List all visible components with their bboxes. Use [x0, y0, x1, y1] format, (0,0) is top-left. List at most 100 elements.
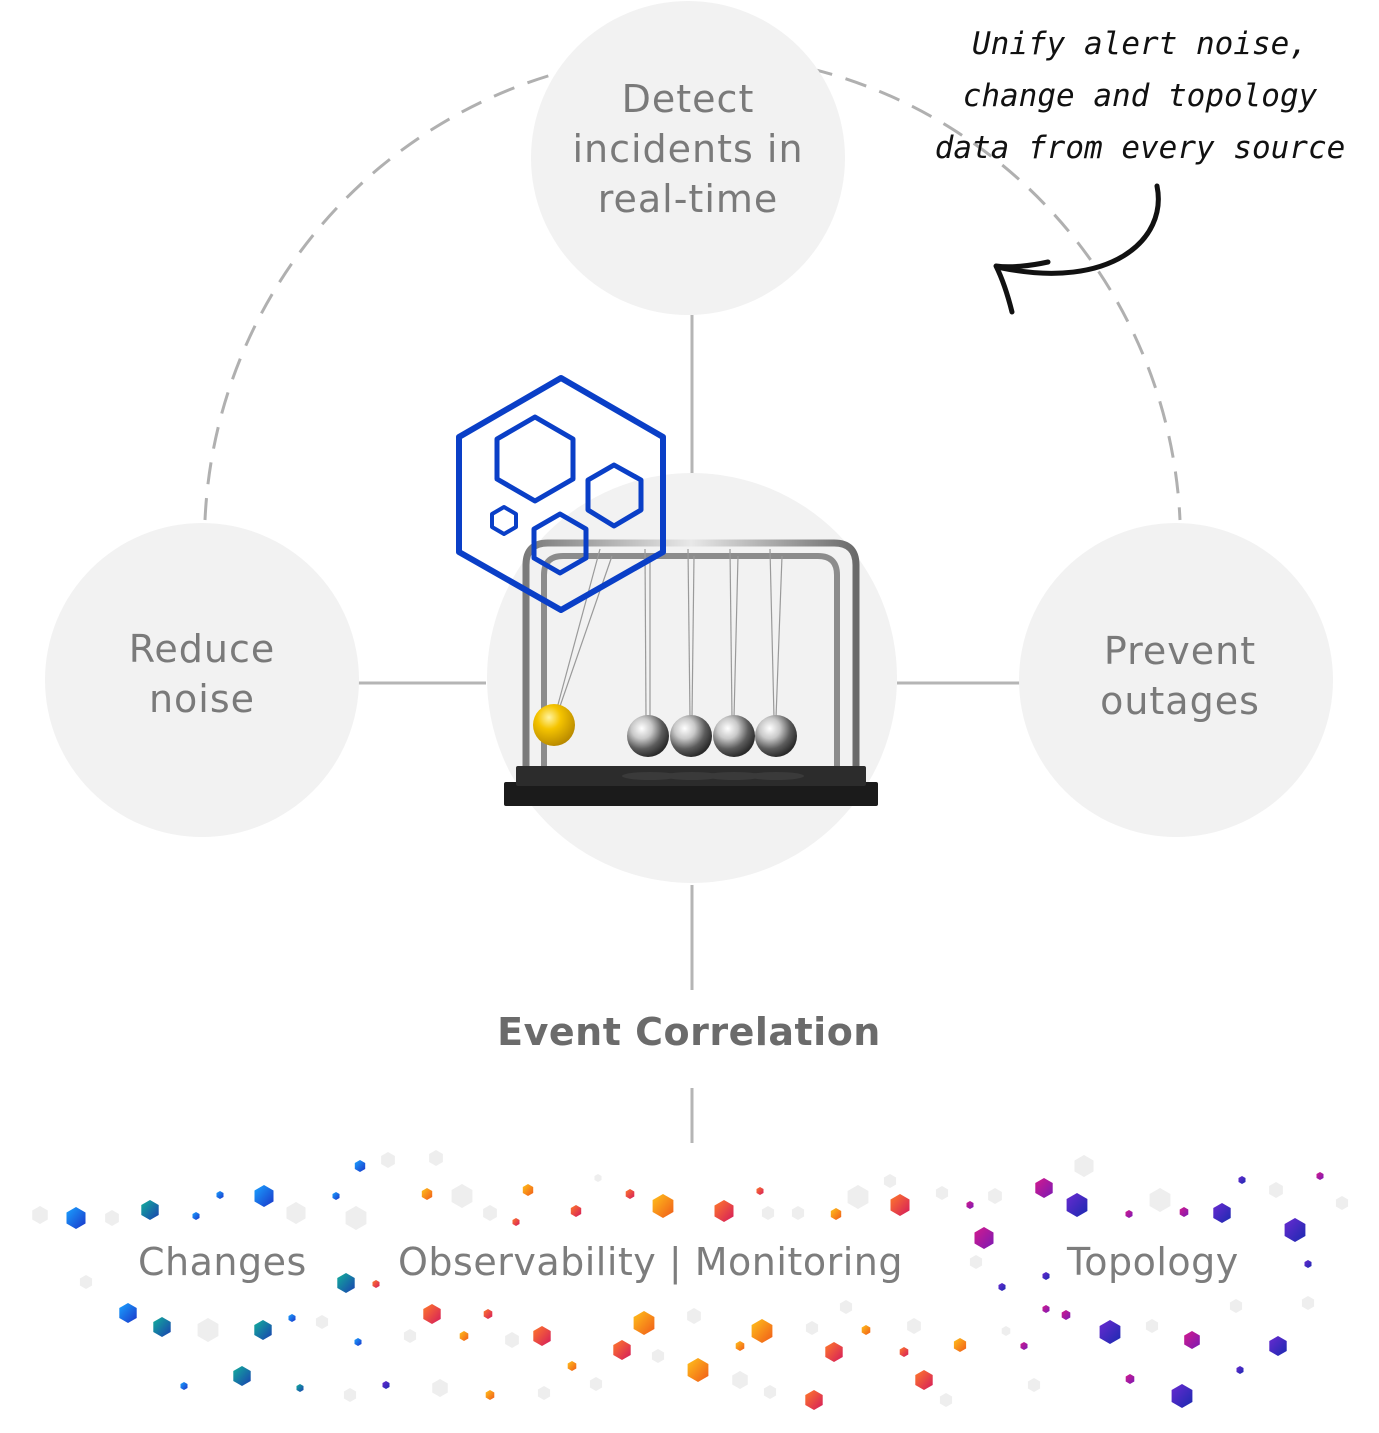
decorative-hexagon: [1149, 1188, 1171, 1212]
outcome-reduce-label: Reduce noise: [52, 624, 352, 724]
decorative-hexagon: [485, 1390, 495, 1400]
decorative-hexagon: [1125, 1374, 1135, 1384]
decorative-hexagon: [652, 1194, 674, 1218]
annotation-line-1: Unify alert noise,: [972, 26, 1308, 62]
outcome-reduce-line-2: noise: [148, 677, 256, 721]
decorative-hexagon: [119, 1303, 137, 1323]
decorative-hexagon: [1213, 1203, 1231, 1223]
decorative-hexagon: [805, 1321, 819, 1335]
decorative-hexagon: [141, 1200, 159, 1220]
decorative-hexagon: [296, 1384, 304, 1392]
outcome-detect-label: Detect incidents in real-time: [538, 74, 838, 224]
newtons-cradle-icon: [504, 539, 878, 806]
decorative-hexagon: [153, 1317, 171, 1337]
central-title: Event Correlation: [497, 1010, 881, 1054]
decorative-hexagon: [381, 1152, 395, 1168]
decorative-hexagon: [354, 1160, 366, 1172]
decorative-hexagon: [825, 1342, 843, 1362]
decorative-hexagon: [763, 1385, 777, 1399]
decorative-hexagon: [315, 1315, 329, 1329]
decorative-hexagon: [1171, 1384, 1193, 1408]
decorative-hexagon: [935, 1186, 949, 1200]
outcome-detect-line-1: Detect: [621, 77, 755, 121]
decorative-hexagon: [613, 1340, 631, 1360]
decorative-hexagon: [761, 1206, 775, 1220]
source-topology-label: Topology: [1067, 1240, 1239, 1284]
decorative-hexagon: [890, 1194, 910, 1216]
decorative-hexagon: [1269, 1336, 1287, 1356]
decorative-hexagon: [651, 1349, 665, 1363]
decorative-hexagon: [687, 1358, 709, 1382]
decorative-hexagon: [345, 1206, 367, 1230]
decorative-hexagon: [907, 1318, 921, 1334]
decorative-hexagon: [883, 1174, 897, 1188]
decorative-hexagon: [714, 1200, 734, 1222]
decorative-hexagon: [751, 1319, 773, 1343]
decorative-hexagon: [899, 1347, 909, 1357]
decorative-hexagon: [1061, 1310, 1071, 1320]
decorative-hexagon: [1042, 1272, 1050, 1280]
decorative-hexagon: [1301, 1296, 1315, 1310]
circle-reduce: [45, 523, 359, 837]
decorative-hexagon: [791, 1206, 805, 1220]
decorative-hexagon: [1027, 1378, 1041, 1392]
decorative-hexagon: [732, 1371, 748, 1389]
curved-arrow-icon: [999, 183, 1161, 276]
decorative-hexagon: [286, 1202, 306, 1224]
decorative-hexagon: [66, 1207, 86, 1229]
decorative-hexagon: [1035, 1178, 1053, 1198]
decorative-hexagon: [382, 1381, 390, 1389]
decorative-hexagon: [915, 1370, 933, 1390]
decorative-hexagon: [288, 1314, 296, 1322]
decorative-hexagon: [1074, 1155, 1094, 1177]
outcome-prevent-line-1: Prevent: [1103, 629, 1257, 673]
decorative-hexagon: [432, 1379, 448, 1397]
decorative-hexagon: [332, 1192, 340, 1200]
decorative-hexagon: [403, 1329, 417, 1343]
circle-detect: [531, 1, 845, 315]
decorative-hexagon: [483, 1309, 493, 1319]
decorative-hexagon: [1145, 1319, 1159, 1333]
decorative-hexagon: [1125, 1210, 1133, 1218]
decorative-hexagon: [861, 1325, 871, 1335]
decorative-hexagon: [1066, 1193, 1088, 1217]
decorative-hexagon: [372, 1280, 380, 1288]
decorative-hexagon: [216, 1191, 224, 1199]
decorative-hexagon: [594, 1174, 602, 1182]
decorative-hexagon: [589, 1377, 603, 1391]
decorative-hexagon: [483, 1205, 497, 1221]
decorative-hexagon: [1099, 1320, 1121, 1344]
decorative-hexagon: [1020, 1342, 1028, 1350]
decorative-hexagon: [505, 1332, 519, 1348]
decorative-hexagon: [254, 1320, 272, 1340]
hexagon-cluster-logo: [456, 375, 666, 613]
decorative-hexagon: [533, 1326, 551, 1346]
decorative-hexagon: [974, 1227, 994, 1249]
decorative-hexagon: [687, 1308, 701, 1324]
decorative-hexagon: [1179, 1207, 1189, 1217]
circle-prevent: [1019, 523, 1333, 837]
outcome-prevent-label: Prevent outages: [1030, 626, 1330, 726]
decorative-hexagon: [988, 1188, 1002, 1204]
decorative-hexagon: [1284, 1218, 1306, 1242]
decorative-hexagon: [1335, 1196, 1349, 1210]
decorative-hexagon: [1238, 1176, 1246, 1184]
annotation-line-3: data from every source: [934, 130, 1346, 166]
decorative-hexagon: [429, 1150, 443, 1166]
decorative-hexagon: [830, 1208, 842, 1220]
decorative-hexagon: [1184, 1331, 1200, 1349]
decorative-hexagon: [343, 1388, 357, 1402]
decorative-hexagon: [105, 1210, 119, 1226]
decorative-hexagon: [1001, 1326, 1011, 1336]
decorative-hexagon: [1236, 1366, 1244, 1374]
decorative-hexagon: [939, 1393, 953, 1407]
decorative-hexagon: [839, 1300, 853, 1314]
decorative-hexagon: [180, 1382, 188, 1390]
decorative-hexagon: [625, 1189, 635, 1199]
decorative-hexagon: [756, 1187, 764, 1195]
decorative-hexagon: [1269, 1182, 1283, 1198]
decorative-hexagon: [953, 1338, 967, 1352]
decorative-hexagon: [421, 1188, 433, 1200]
decorative-hexagon: [633, 1311, 655, 1335]
